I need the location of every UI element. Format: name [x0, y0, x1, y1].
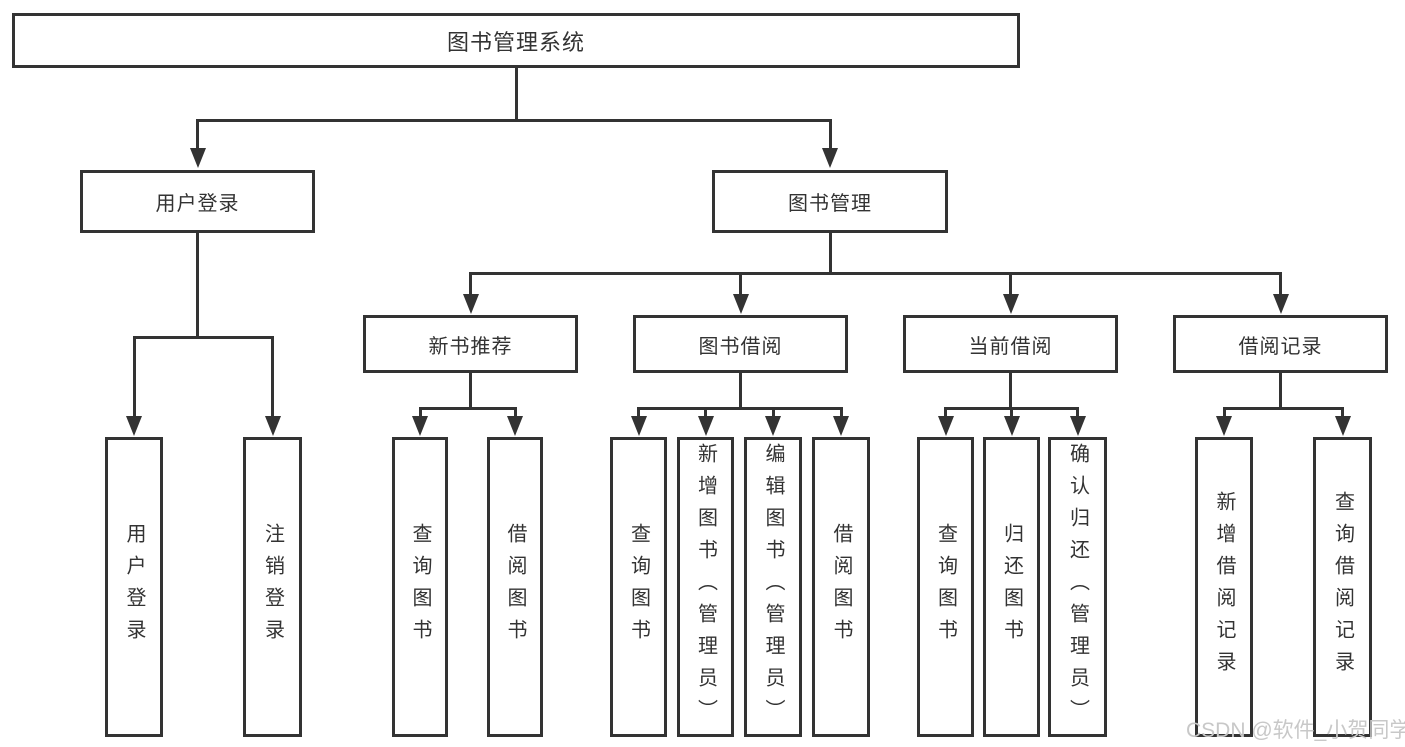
arrowhead-down-icon: [1334, 416, 1351, 436]
node-leaf-cb-confirm-return-admin: 确认归还（管理员）: [1048, 437, 1107, 737]
node-leaf-br-query-record: 查询借阅记录: [1313, 437, 1372, 737]
connector-vline: [513, 408, 517, 418]
connector-vline: [1076, 408, 1079, 418]
node-book-borrow-label: 图书借阅: [698, 335, 783, 358]
node-leaf-bb-edit-books-admin: 编辑图书（管理员）: [744, 437, 802, 737]
node-leaf-nb-query-books-label: 查询图书: [409, 523, 431, 651]
connector-vline: [1222, 408, 1226, 418]
node-leaf-bb-borrow-books-label: 借阅图书: [830, 523, 852, 651]
node-leaf-nb-query-books: 查询图书: [392, 437, 448, 737]
connector-hline: [196, 118, 832, 122]
connector-vline: [828, 120, 832, 150]
connector-vline: [704, 408, 707, 418]
node-leaf-cb-confirm-return-admin-label: 确认归还（管理员）: [1066, 443, 1089, 731]
node-leaf-br-add-record-label: 新增借阅记录: [1213, 491, 1235, 683]
connector-vline: [828, 233, 832, 275]
connector-vline: [418, 408, 422, 418]
node-leaf-br-query-record-label: 查询借阅记录: [1331, 491, 1354, 683]
arrowhead-down-icon: [937, 416, 954, 436]
node-leaf-user-login-label: 用户登录: [123, 523, 145, 651]
connector-vline: [1279, 373, 1282, 410]
connector-vline: [514, 68, 518, 122]
connector-vline: [1341, 408, 1344, 418]
node-borrow-records-label: 借阅记录: [1238, 335, 1323, 358]
connector-vline: [944, 408, 947, 418]
node-leaf-nb-borrow-books: 借阅图书: [487, 437, 543, 737]
connector-vline: [469, 373, 472, 410]
node-leaf-cb-return-books: 归还图书: [983, 437, 1040, 737]
node-leaf-bb-add-books-admin-label: 新增图书（管理员）: [694, 443, 717, 731]
arrowhead-down-icon: [765, 416, 781, 436]
arrowhead-down-icon: [189, 148, 206, 168]
node-book-management: 图书管理: [712, 170, 948, 233]
connector-hline: [469, 271, 1282, 275]
arrowhead-down-icon: [412, 416, 428, 436]
arrowhead-down-icon: [1069, 416, 1086, 436]
connector-vline: [839, 408, 843, 418]
arrowhead-down-icon: [507, 416, 523, 436]
connector-vline: [196, 120, 199, 150]
connector-hline: [418, 406, 517, 410]
arrowhead-down-icon: [1003, 416, 1020, 436]
connector-vline: [739, 273, 742, 296]
node-user-login-label: 用户登录: [155, 193, 240, 215]
arrowhead-down-icon: [462, 294, 479, 314]
connector-vline: [1279, 273, 1282, 296]
arrowhead-down-icon: [822, 148, 838, 168]
arrowhead-down-icon: [1216, 416, 1232, 436]
arrowhead-down-icon: [1272, 294, 1289, 314]
connector-hline: [132, 335, 274, 339]
arrowhead-down-icon: [126, 416, 142, 436]
connector-vline: [1010, 408, 1013, 418]
node-new-book-recommend: 新书推荐: [363, 315, 578, 373]
node-root-system: 图书管理系统: [12, 13, 1020, 68]
arrowhead-down-icon: [732, 294, 749, 314]
node-leaf-bb-add-books-admin: 新增图书（管理员）: [677, 437, 734, 737]
connector-vline: [1009, 273, 1012, 296]
node-book-management-label: 图书管理: [788, 193, 872, 215]
arrowhead-down-icon: [630, 416, 647, 436]
node-book-borrow: 图书借阅: [633, 315, 848, 373]
node-leaf-user-login: 用户登录: [105, 437, 163, 737]
node-leaf-logout-label: 注销登录: [261, 523, 284, 651]
node-leaf-bb-edit-books-admin-label: 编辑图书（管理员）: [762, 443, 784, 731]
node-leaf-cb-query-books-label: 查询图书: [934, 523, 957, 651]
node-leaf-logout: 注销登录: [243, 437, 302, 737]
node-leaf-cb-query-books: 查询图书: [917, 437, 974, 737]
arrowhead-down-icon: [697, 416, 714, 436]
connector-vline: [739, 373, 742, 410]
node-leaf-br-add-record: 新增借阅记录: [1195, 437, 1253, 737]
node-leaf-bb-query-books-label: 查询图书: [627, 523, 650, 651]
node-leaf-bb-borrow-books: 借阅图书: [812, 437, 870, 737]
connector-vline: [637, 408, 640, 418]
connector-vline: [196, 233, 199, 339]
connector-hline: [637, 406, 843, 410]
connector-vline: [271, 337, 274, 418]
arrowhead-down-icon: [833, 416, 849, 436]
connector-hline: [1222, 406, 1344, 410]
arrowhead-down-icon: [1002, 294, 1019, 314]
node-user-login: 用户登录: [80, 170, 315, 233]
node-leaf-cb-return-books-label: 归还图书: [1000, 523, 1023, 651]
node-root-system-label: 图书管理系统: [446, 29, 585, 55]
arrowhead-down-icon: [264, 416, 281, 436]
connector-vline: [132, 337, 136, 418]
node-current-borrow-label: 当前借阅: [968, 335, 1053, 358]
watermark: CSDN @软件_小贺同学: [1186, 719, 1405, 742]
node-leaf-bb-query-books: 查询图书: [610, 437, 667, 737]
connector-vline: [771, 408, 775, 418]
connector-vline: [469, 273, 472, 296]
node-leaf-nb-borrow-books-label: 借阅图书: [504, 523, 526, 651]
connector-vline: [1009, 373, 1012, 410]
node-borrow-records: 借阅记录: [1173, 315, 1388, 373]
node-new-book-recommend-label: 新书推荐: [428, 335, 513, 358]
node-current-borrow: 当前借阅: [903, 315, 1118, 373]
